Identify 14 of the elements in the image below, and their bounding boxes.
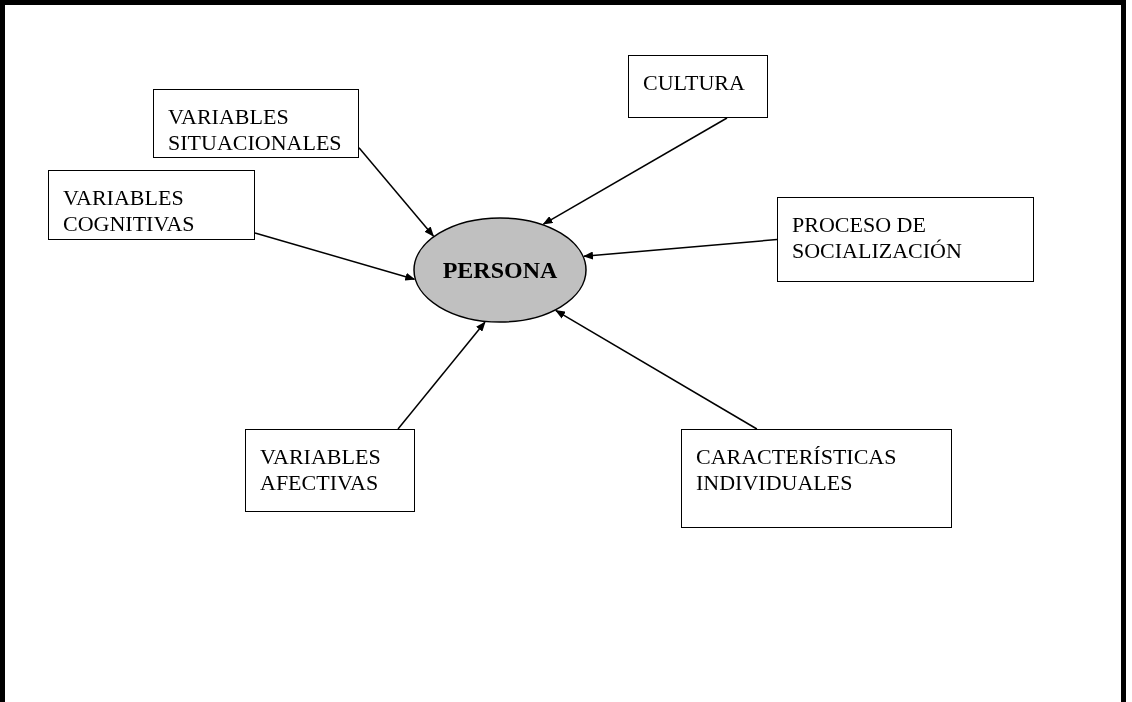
arrow <box>583 238 778 260</box>
text-box: CULTURA <box>628 55 768 118</box>
text-box: VARIABLES COGNITIVAS <box>48 170 255 240</box>
text-box: PROCESO DE SOCIALIZACIÓN <box>777 197 1034 282</box>
arrow <box>542 117 728 225</box>
arrow <box>358 146 435 237</box>
text-box: VARIABLES AFECTIVAS <box>245 429 415 512</box>
arrow <box>397 321 486 430</box>
text-box: VARIABLES SITUACIONALES <box>153 89 359 158</box>
ellipse-node <box>413 217 587 323</box>
arrow <box>254 232 416 281</box>
arrow <box>555 309 758 430</box>
node-label: PERSONA <box>442 256 558 284</box>
text-box: CARACTERÍSTICAS INDIVIDUALES <box>681 429 952 528</box>
